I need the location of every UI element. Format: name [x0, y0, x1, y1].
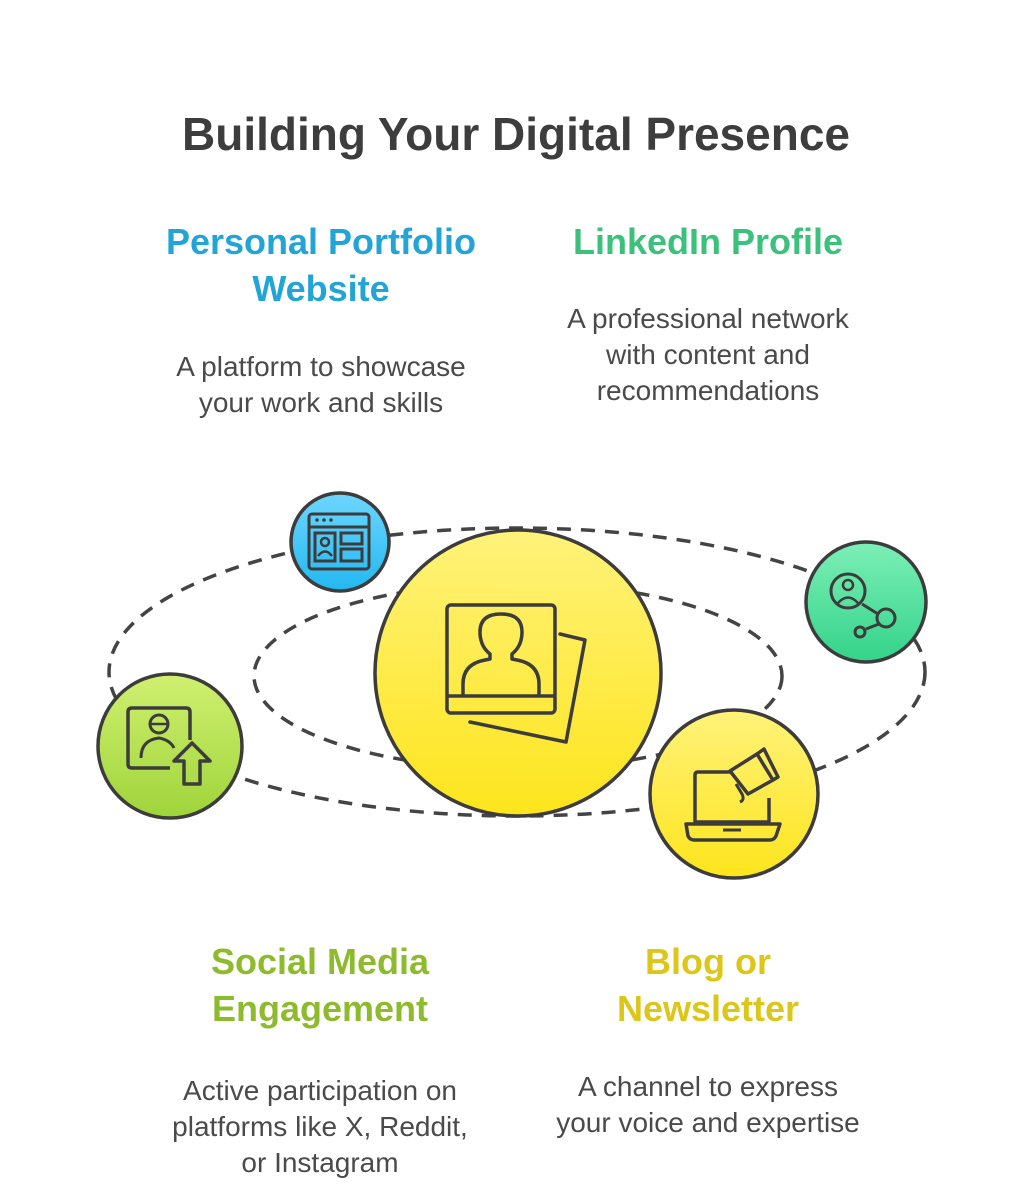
linkedin-desc-line2: with content and [606, 339, 810, 370]
linkedin-heading-line1: LinkedIn Profile [572, 221, 844, 262]
linkedin-desc-line3: recommendations [596, 375, 820, 406]
portfolio-block: Personal Portfolio Website A platform to… [120, 218, 522, 421]
portfolio-heading-line1: Personal Portfolio [165, 221, 477, 262]
blog-description: A channel to express your voice and expe… [520, 1069, 896, 1141]
blog-heading: Blog or Newsletter [520, 938, 896, 1032]
linkedin-block: LinkedIn Profile A professional network … [520, 218, 896, 409]
social-desc-line2: platforms like X, Reddit, [172, 1111, 468, 1142]
portfolio-heading-line2: Website [252, 268, 390, 309]
portfolio-desc-line2: your work and skills [198, 387, 444, 418]
social-desc-line1: Active participation on [183, 1075, 457, 1106]
user-upload-icon [96, 672, 244, 820]
social-heading-line1: Social Media [210, 941, 430, 982]
portfolio-description: A platform to showcase your work and ski… [120, 349, 522, 421]
browser-window-icon [289, 491, 391, 593]
blog-heading-line2: Newsletter [616, 988, 800, 1029]
linkedin-description: A professional network with content and … [520, 301, 896, 409]
social-desc-line3: or Instagram [241, 1147, 399, 1178]
social-description: Active participation on platforms like X… [120, 1073, 520, 1181]
social-heading: Social Media Engagement [120, 938, 520, 1032]
profile-photo-icon [373, 528, 663, 818]
portfolio-desc-line1: A platform to showcase [176, 351, 466, 382]
blog-heading-line1: Blog or [645, 941, 771, 982]
network-user-icon [804, 540, 928, 664]
blog-desc-line2: your voice and expertise [556, 1107, 860, 1138]
linkedin-heading: LinkedIn Profile [520, 218, 896, 265]
page-title: Building Your Digital Presence [182, 108, 850, 160]
blog-block: Blog or Newsletter A channel to express … [520, 938, 896, 1141]
blog-desc-line1: A channel to express [578, 1071, 838, 1102]
portfolio-heading: Personal Portfolio Website [120, 218, 522, 312]
social-block: Social Media Engagement Active participa… [120, 938, 520, 1181]
laptop-megaphone-icon [648, 708, 820, 880]
social-heading-line2: Engagement [211, 988, 429, 1029]
linkedin-desc-line1: A professional network [567, 303, 849, 334]
